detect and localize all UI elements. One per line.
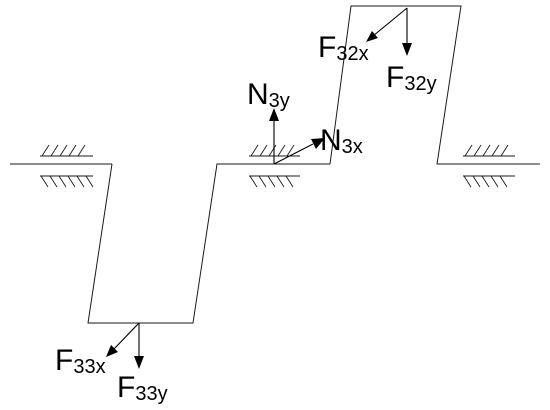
label-f32y: F32y [386,61,437,95]
arrow-f33y [134,323,144,369]
arrow-f32y [402,8,412,56]
label-n3y: N3y [247,78,290,112]
arrow-f33x [106,322,140,357]
arrow-n3x [273,138,325,165]
right-support-hatch [463,144,515,188]
label-f32x: F32x [318,31,369,65]
label-n3x: N3x [320,124,363,158]
label-f33x: F33x [55,344,106,378]
label-f33y: F33y [117,371,168,405]
upper-trapezoid [329,5,540,165]
arrow-n3y [269,108,279,164]
lower-trapezoid [87,163,330,324]
left-support-hatch [40,144,94,188]
arrow-f32x [366,7,408,42]
